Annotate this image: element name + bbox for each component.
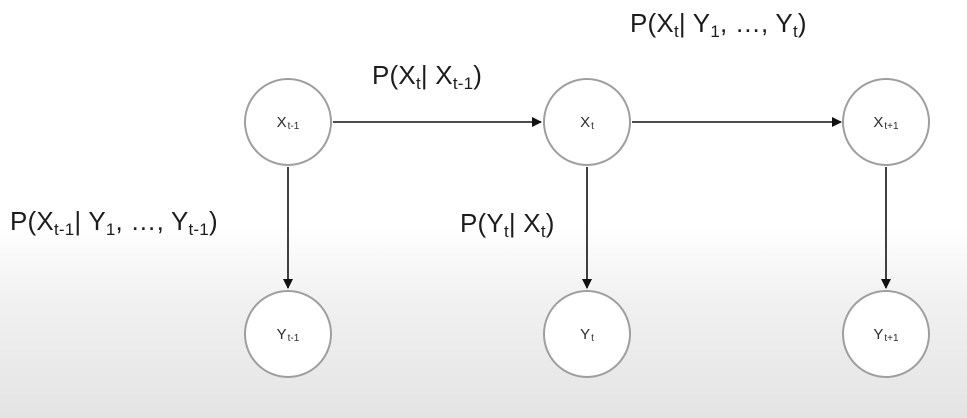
label-subscript: t	[415, 74, 421, 93]
label-text: )	[208, 206, 218, 236]
label-subscript: t-1	[53, 220, 75, 239]
label-subscript: t	[503, 222, 509, 241]
node-subscript: t-1	[287, 332, 300, 344]
label-text: | X	[420, 60, 453, 90]
label-subscript: t	[540, 222, 546, 241]
label-text: )	[797, 8, 807, 38]
node-base: X	[276, 113, 287, 131]
node-base: X	[580, 113, 591, 131]
label-text: | Y	[74, 206, 106, 236]
label-subscript: 1	[710, 22, 720, 41]
node-subscript: t	[591, 120, 594, 132]
node-base: X	[873, 113, 884, 131]
node-subscript: t+1	[884, 120, 899, 132]
node-base: Y	[873, 325, 884, 343]
node-subscript: t+1	[884, 332, 899, 344]
label-text: , …, Y	[115, 206, 189, 236]
label-subscript: t	[792, 22, 798, 41]
label-text: )	[545, 208, 555, 238]
label-text: P(X	[372, 60, 416, 90]
label-text: P(X	[630, 8, 674, 38]
filter-prev-probability-label: P(Xt-1| Y1, …, Yt-1)	[10, 206, 218, 239]
node-subscript: t	[591, 332, 594, 344]
transition-probability-label: P(Xt| Xt-1)	[372, 60, 483, 93]
label-text: | Y	[678, 8, 711, 38]
node-base: Y	[276, 325, 287, 343]
label-text: | X	[508, 208, 541, 238]
label-text: P(X	[10, 206, 54, 236]
node-subscript: t-1	[287, 120, 300, 132]
label-subscript: t-1	[188, 220, 209, 239]
emission-probability-label: P(Yt| Xt)	[460, 208, 555, 241]
node-base: Y	[580, 325, 591, 343]
label-text: )	[473, 60, 483, 90]
label-text: , …, Y	[720, 8, 793, 38]
filter-curr-probability-label: P(Xt| Y1, …, Yt)	[630, 8, 807, 41]
label-subscript: t	[673, 22, 679, 41]
label-text: P(Y	[460, 208, 504, 238]
label-subscript: 1	[105, 220, 116, 239]
label-subscript: t-1	[452, 74, 474, 93]
